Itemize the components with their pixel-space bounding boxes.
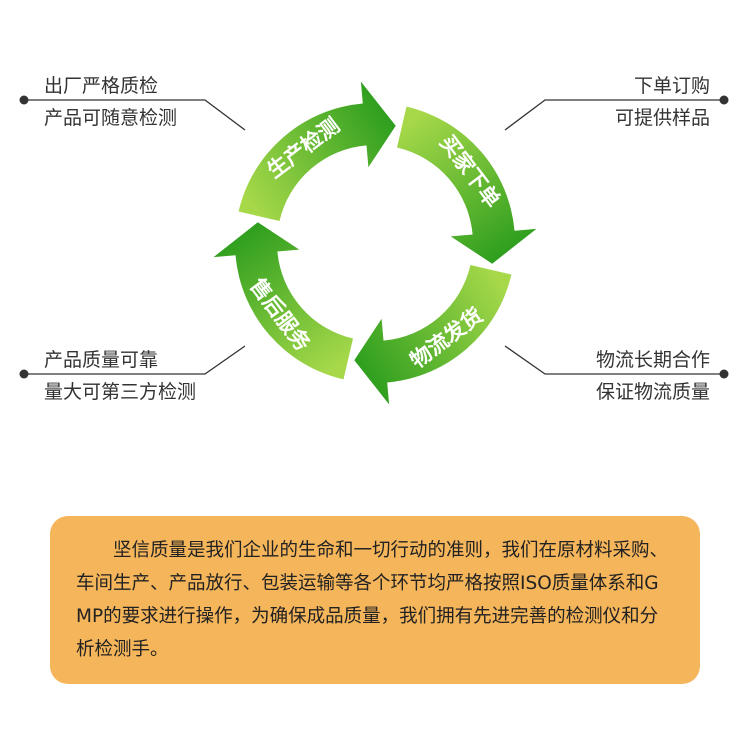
note-top-right-line-2: 可提供样品 — [614, 107, 710, 129]
cycle-arrow-2 — [397, 106, 537, 264]
cycle-arrow-3 — [354, 265, 512, 405]
leader-line-bottom-right — [504, 345, 724, 375]
note-top-right: 下单订购 可提供样品 — [615, 70, 710, 134]
cycle-arrows — [213, 81, 537, 405]
note-top-left: 出厂严格质检 产品可随意检测 — [44, 70, 177, 134]
leader-dot-top-right — [719, 95, 729, 105]
leader-line-bottom-left — [24, 345, 246, 375]
note-top-left-line-2: 产品可随意检测 — [44, 107, 178, 129]
leader-line-top-right — [504, 99, 724, 131]
leader-dot-top-left — [19, 95, 29, 105]
note-bottom-left-line-2: 量大可第三方检测 — [44, 381, 197, 403]
quality-statement-box: 坚信质量是我们企业的生命和一切行动的准则，我们在原材料采购、车间生产、产品放行、… — [50, 516, 700, 684]
note-bottom-right: 物流长期合作 保证物流质量 — [596, 344, 710, 408]
note-bottom-left: 产品质量可靠 量大可第三方检测 — [44, 344, 196, 408]
note-bottom-left-line-1: 产品质量可靠 — [44, 349, 159, 371]
leader-dot-bottom-left — [19, 369, 29, 379]
leader-dot-bottom-right — [719, 369, 729, 379]
leader-line-top-left — [24, 99, 246, 131]
leader-lines — [19, 95, 729, 379]
cycle-arrow-4 — [213, 222, 353, 380]
note-top-right-line-1: 下单订购 — [633, 75, 710, 97]
cycle-arrow-1 — [238, 81, 396, 221]
quality-statement-text: 坚信质量是我们企业的生命和一切行动的准则，我们在原材料采购、车间生产、产品放行、… — [76, 540, 669, 660]
note-bottom-right-line-1: 物流长期合作 — [595, 349, 710, 371]
note-bottom-right-line-2: 保证物流质量 — [595, 381, 710, 403]
note-top-left-line-1: 出厂严格质检 — [44, 75, 159, 97]
